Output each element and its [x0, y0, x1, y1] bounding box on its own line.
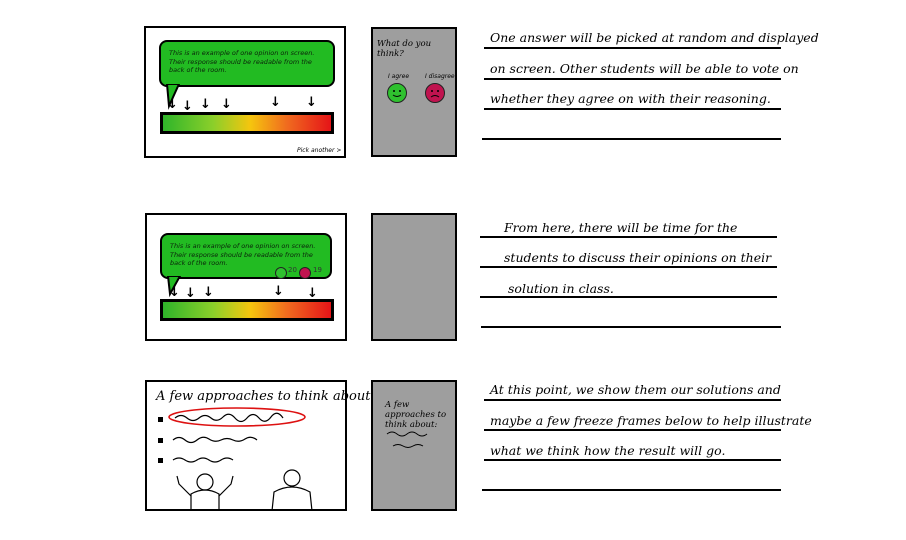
frown-icon: [430, 90, 440, 98]
disagree-count: 19: [313, 266, 322, 274]
disagree-label: I disagree: [425, 73, 455, 80]
note-line: on screen. Other students will be able t…: [490, 61, 799, 76]
bubble-tail: [165, 84, 181, 110]
vote-arrow: ↓: [270, 95, 281, 110]
storyboard-frame-3: A few approaches to think about:: [145, 380, 375, 511]
note-line: One answer will be picked at random and …: [490, 30, 819, 45]
agree-count: 20: [288, 266, 297, 274]
opinion-bubble: This is an example of one opinion on scr…: [159, 40, 335, 87]
bubble-tail: [166, 276, 182, 298]
opinion-gradient-bar: [160, 299, 334, 321]
note-line: At this point, we show them our solution…: [490, 382, 781, 397]
note-line: From here, there will be time for the: [504, 220, 738, 235]
note-line: maybe a few freeze frames below to help …: [490, 413, 812, 428]
student-figure: [176, 473, 234, 511]
ruled-line: [480, 266, 777, 268]
vote-arrow: ↓: [307, 286, 318, 301]
disagree-button[interactable]: [425, 83, 445, 103]
scribble-lines: [168, 407, 313, 511]
ruled-line: [484, 78, 781, 80]
ruled-line: [482, 138, 781, 140]
ruled-line: [484, 399, 781, 401]
bullet-marker: [158, 417, 163, 422]
vote-arrow: ↓: [185, 286, 196, 301]
vote-arrow: ↓: [200, 97, 211, 112]
ruled-line: [484, 108, 781, 110]
ruled-line: [481, 326, 781, 328]
phone-title: A few approaches to think about:: [385, 400, 447, 430]
ruled-line: [484, 429, 781, 431]
phone-scribble: [386, 431, 428, 448]
opinion-gradient-bar: [160, 112, 334, 134]
agree-label: I agree: [388, 73, 410, 80]
vote-arrow: ↓: [167, 97, 178, 112]
agree-button[interactable]: [387, 83, 407, 103]
phone-screen-vote: What do you think? I agree I disagree: [371, 27, 457, 157]
ruled-line: [480, 236, 777, 238]
note-line: whether they agree on with their reasoni…: [490, 91, 771, 106]
opinion-text: This is an example of one opinion on scr…: [170, 242, 316, 267]
pick-another-link[interactable]: Pick another >: [297, 147, 342, 154]
note-line: solution in class.: [508, 281, 614, 296]
vote-arrow: ↓: [203, 285, 214, 300]
agree-vote-marker: [275, 267, 287, 279]
bullet-marker: [158, 458, 163, 463]
storyboard-frame-2: This is an example of one opinion on scr…: [145, 213, 347, 341]
ruled-line: [484, 459, 781, 461]
ruled-line: [480, 296, 777, 298]
note-line: students to discuss their opinions on th…: [504, 250, 772, 265]
disagree-vote-marker: [299, 267, 311, 279]
storyboard-frame-1: This is an example of one opinion on scr…: [144, 26, 346, 158]
vote-arrow: ↓: [221, 97, 232, 112]
teacher-figure: [271, 469, 313, 511]
vote-arrow: ↓: [182, 99, 193, 114]
opinion-text: This is an example of one opinion on scr…: [169, 49, 315, 74]
smile-icon: [392, 90, 402, 97]
phone-screen-blank: [371, 213, 457, 341]
ruled-line: [484, 47, 781, 49]
ruled-line: [482, 489, 781, 491]
phone-title: What do you think?: [377, 39, 432, 59]
vote-arrow: ↓: [306, 95, 317, 110]
note-line: what we think how the result will go.: [490, 443, 726, 458]
vote-arrow: ↓: [169, 285, 180, 300]
bullet-marker: [158, 438, 163, 443]
phone-screen-approaches: A few approaches to think about:: [371, 380, 457, 511]
vote-arrow: ↓: [273, 284, 284, 299]
approaches-heading: A few approaches to think about:: [156, 389, 375, 404]
